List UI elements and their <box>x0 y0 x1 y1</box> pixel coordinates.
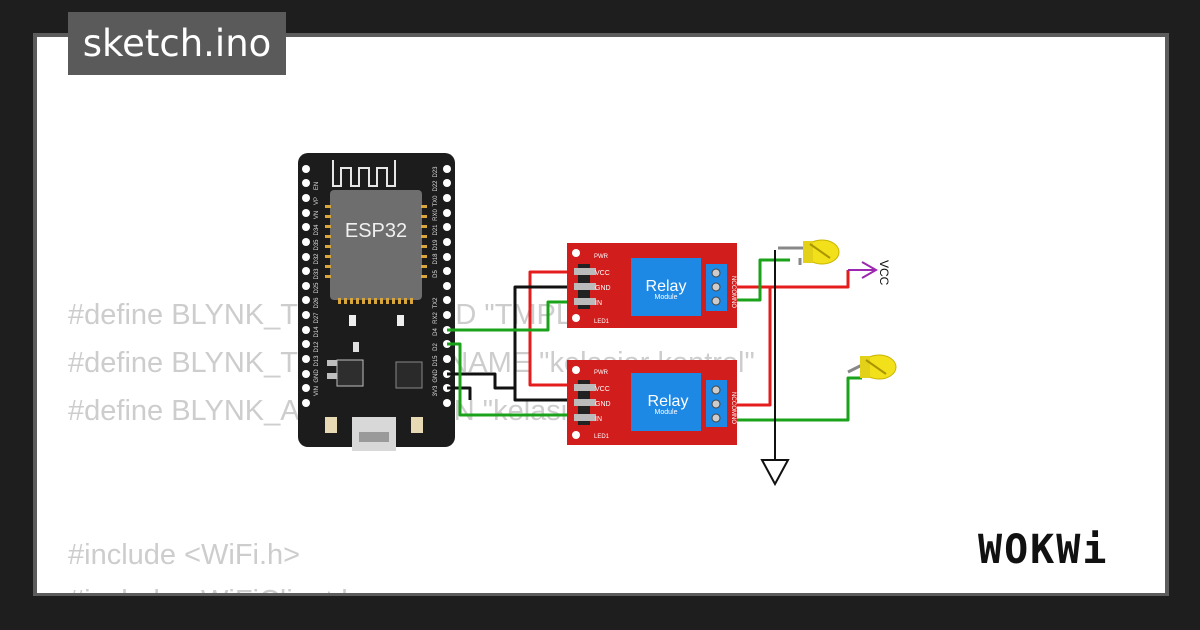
pin-label: GND <box>433 369 439 383</box>
pin-label: D2 <box>433 343 439 351</box>
pin-label: 3V3 <box>433 385 439 396</box>
relay-terminal: COM <box>730 401 736 415</box>
relay-pwr: PWR <box>594 370 609 376</box>
esp32-label: ESP32 <box>345 220 407 242</box>
pin-label: D34 <box>314 224 320 236</box>
antenna-icon <box>332 160 396 187</box>
relay-pin-label: GND <box>595 401 611 408</box>
pin-label: TX0 <box>433 195 439 207</box>
pin-label: D15 <box>433 355 439 367</box>
relay-pin-label: GND <box>595 285 611 292</box>
pin-label: GND <box>314 369 320 383</box>
vcc-label: VCC <box>877 260 891 286</box>
code-line: #include <WiFiClient.h> <box>68 585 374 593</box>
ground-symbol[interactable] <box>760 459 790 487</box>
relay-led: LED1 <box>594 434 610 440</box>
wire-no2[interactable] <box>716 376 862 422</box>
relay-pin-label: IN <box>595 416 602 423</box>
pin-label: TX2 <box>433 297 439 309</box>
vcc-symbol[interactable]: VCC <box>848 260 891 286</box>
pin-label: D35 <box>314 239 320 251</box>
relay-pin-label: IN <box>595 300 602 307</box>
relay-terminal: COM <box>730 285 736 299</box>
pin-label: D12 <box>314 341 320 353</box>
led-1[interactable] <box>778 239 840 265</box>
pin-label: D27 <box>314 312 320 324</box>
esp32-board[interactable]: ESP32 EN VP VN D34 D <box>298 153 455 451</box>
pin-label: EN <box>314 182 320 190</box>
sketch-title: sketch.ino <box>68 12 286 75</box>
pin-label: D19 <box>433 239 439 251</box>
relay-terminal: NO <box>730 415 736 424</box>
pin-label: D26 <box>314 297 320 309</box>
pin-label: D18 <box>433 253 439 265</box>
relay-pin-label: VCC <box>595 270 610 277</box>
pin-label: D23 <box>433 166 439 178</box>
wire-gnd-esp[interactable] <box>447 386 472 400</box>
wires <box>447 250 862 460</box>
pin-label: D5 <box>433 270 439 278</box>
relay-sublabel: Module <box>655 294 678 301</box>
relay-terminal: NC <box>730 392 736 401</box>
code-line: #include <WiFi.h> <box>68 539 301 571</box>
relay-module-2[interactable]: PWR LED1 VCC GND IN Relay Module NC COM … <box>567 360 737 445</box>
pin-label: VN <box>314 211 320 219</box>
pin-label: RX0 <box>433 209 439 221</box>
wire-com[interactable] <box>716 285 772 407</box>
pin-label: D4 <box>433 328 439 336</box>
pin-label: D13 <box>314 355 320 367</box>
pin-label: D33 <box>314 268 320 280</box>
wire-in1[interactable] <box>447 300 578 332</box>
relay-terminal: NO <box>730 299 736 308</box>
pin-label: D14 <box>314 326 320 338</box>
pin-label: RX2 <box>433 312 439 324</box>
pin-label: D21 <box>433 224 439 236</box>
relay-pin-label: VCC <box>595 386 610 393</box>
relay-label: Relay <box>648 393 689 410</box>
pin-label: VP <box>314 197 320 205</box>
pin-label: D32 <box>314 253 320 265</box>
wire-com-vcc[interactable] <box>770 270 850 289</box>
esp32-right-pins[interactable] <box>443 165 451 407</box>
relay-pwr: PWR <box>594 254 609 260</box>
relay-module-1[interactable]: PWR LED1 VCC GND IN Relay Module NC COM … <box>567 243 737 328</box>
relay-sublabel: Module <box>655 409 678 416</box>
esp32-left-pins[interactable] <box>302 165 310 407</box>
wokwi-logo: WOKWi <box>978 527 1109 573</box>
wire-gnd[interactable] <box>513 285 578 402</box>
pin-label: D25 <box>314 282 320 294</box>
relay-led: LED1 <box>594 319 610 325</box>
relay-terminal: NC <box>730 276 736 285</box>
relay-label: Relay <box>646 278 687 295</box>
wire-gnd-esp2[interactable] <box>447 372 515 390</box>
wire-in2[interactable] <box>447 342 578 417</box>
pin-label: D22 <box>433 180 439 192</box>
esp32-module <box>330 190 422 300</box>
pin-label: VIN <box>314 386 320 396</box>
led-2[interactable] <box>847 354 897 380</box>
